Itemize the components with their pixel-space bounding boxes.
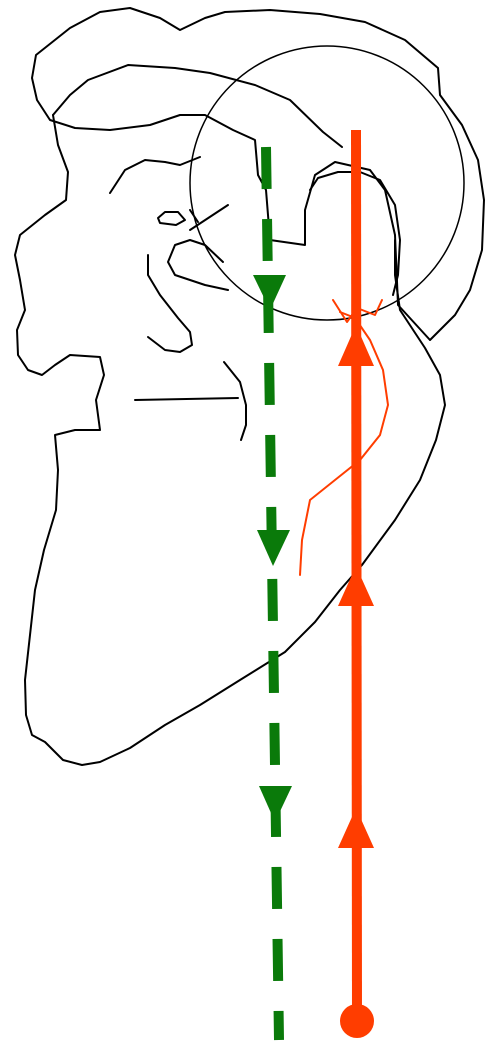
brow	[110, 157, 200, 193]
cheek-line	[168, 240, 228, 290]
head-circle	[190, 46, 464, 320]
descending-arrowhead-3	[259, 786, 292, 822]
ascending-arrowhead-1	[338, 325, 374, 366]
eye	[158, 212, 185, 225]
chin-crease	[224, 362, 246, 440]
hair-outline	[32, 8, 484, 340]
ascending-arrowhead-3	[338, 808, 374, 848]
curved-stroke	[300, 312, 388, 575]
ascending-start-dot	[340, 1004, 374, 1038]
face-profile	[15, 115, 445, 765]
eye-lash	[190, 205, 228, 230]
mouth	[135, 398, 238, 400]
head-outline	[15, 8, 484, 765]
nose	[148, 255, 192, 352]
descending-arrowhead-1	[253, 275, 286, 310]
hairline	[53, 65, 342, 147]
descending-arrowhead-2	[257, 530, 290, 566]
